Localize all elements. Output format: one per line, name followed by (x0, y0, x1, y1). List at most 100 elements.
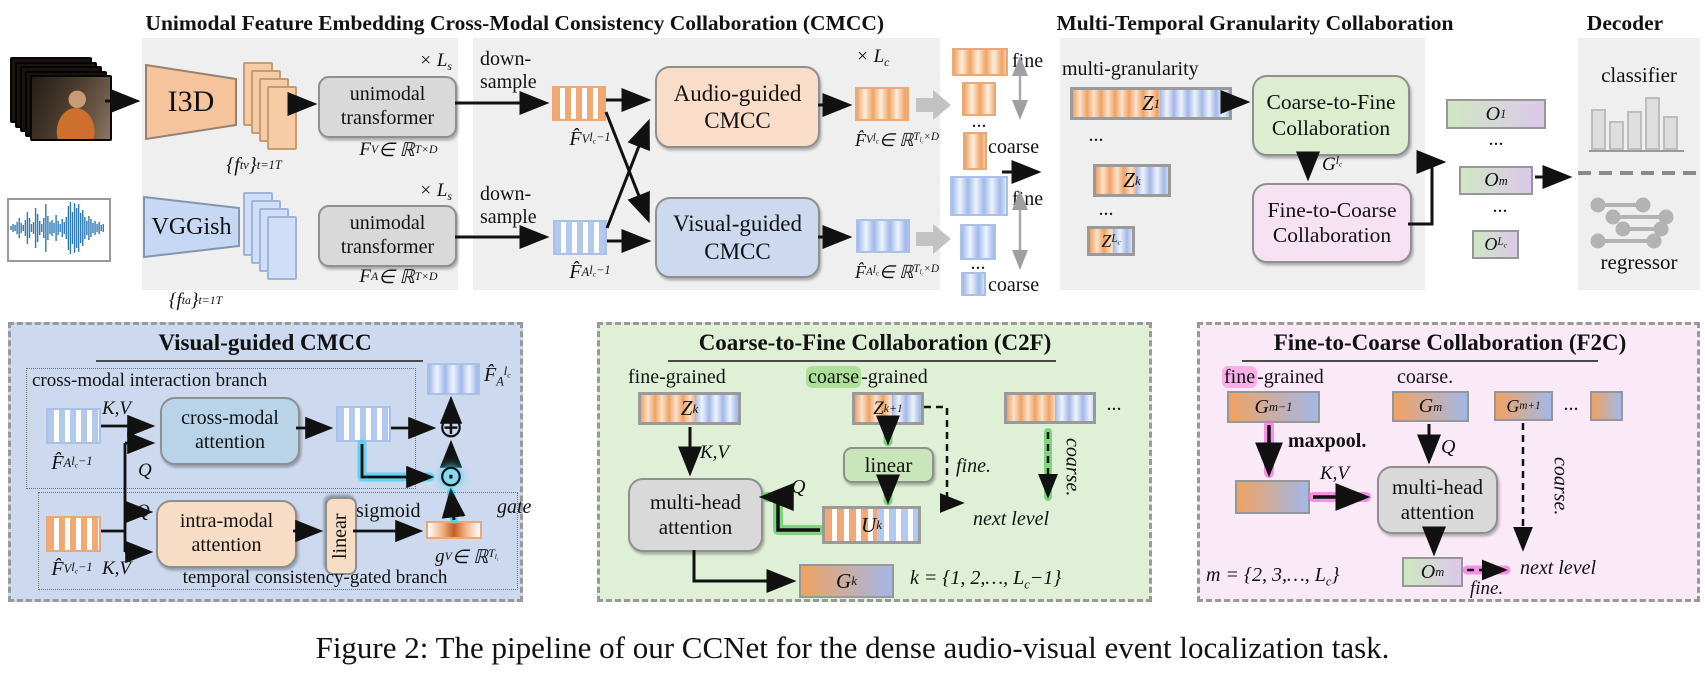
intra-modal-attention-node: intra-modal attention (156, 500, 297, 568)
fine-label-blue: fine (1012, 188, 1044, 210)
coarse-highlight: coarse (806, 366, 862, 388)
i3d-label: I3D (167, 85, 215, 118)
i3d-backbone: I3D (145, 63, 237, 141)
c2f-coarse-grained-label: coarse-grained (806, 366, 928, 388)
c2f-title: Coarse-to-Fine Collaboration (C2F) (698, 330, 1052, 355)
glc-label: Glc (1322, 154, 1343, 175)
cross-modal-branch-label: cross-modal interaction branch (32, 370, 268, 391)
granularity-blue-mid-block (960, 224, 996, 260)
add-operator: ⊕ (438, 411, 464, 444)
granularity-orange-fine-block (952, 48, 1008, 76)
unimodal-transformer-video: unimodal transformer (318, 76, 457, 138)
f2c-coarse-abbr: coarse. (1549, 456, 1572, 516)
granularity-blue-coarse-block (961, 272, 986, 296)
vg-q-bottom-label: Q (136, 501, 150, 522)
times-ls-audio: × Ls (419, 180, 452, 204)
cross-modal-attention-node: cross-modal attention (160, 397, 300, 465)
downsample-audio-label: down-sample (480, 183, 537, 228)
f2c-coarse-top-label: coarse. (1397, 366, 1454, 388)
vg-attended-block (336, 406, 391, 442)
f2c-title: Fine-to-Coarse Collaboration (F2C) (1273, 330, 1627, 355)
gate-vector-block (426, 521, 482, 539)
vg-title: Visual-guided CMCC (158, 330, 372, 355)
vg-fa-out-label: F̂Alc (484, 363, 511, 389)
granularity-orange-mid-block (962, 82, 996, 116)
fa-downsampled-block (553, 220, 607, 255)
f2c-node: Fine-to-Coarse Collaboration (1252, 183, 1412, 263)
times-lc-label: × Lc (856, 46, 890, 70)
granularity-blue-dots: ... (970, 251, 986, 274)
vg-fa-out-block (427, 363, 480, 395)
c2f-linear-node: linear (843, 447, 934, 483)
temporal-gated-branch-label: temporal consistency-gated branch (182, 567, 448, 588)
c2f-q-label: Q (791, 476, 806, 498)
audio-guided-cmcc-node: Audio-guided CMCC (655, 66, 820, 148)
audio-waveform-icon (7, 198, 111, 262)
vggish-backbone: VGGish (143, 195, 240, 259)
granularity-orange-coarse-block (963, 132, 987, 170)
m-range-label: m = {2, 3,…, Lc} (1206, 564, 1340, 589)
vg-kv-top-label: K,V (102, 398, 132, 419)
granularity-blue-fine-block (950, 176, 1008, 216)
c2f-kv-label: K,V (700, 442, 730, 463)
f2c-q-label: Q (1441, 436, 1456, 458)
vg-fa-in-block (46, 408, 101, 444)
c2f-node: Coarse-to-Fine Collaboration (1252, 75, 1410, 156)
regressor-label: regressor (1600, 249, 1678, 274)
f2c-mha-node: multi-head attention (1377, 466, 1498, 534)
temporal-gated-branch-box (38, 492, 518, 590)
vg-title-rule (96, 360, 423, 362)
f2c-kv-label: K,V (1320, 463, 1350, 484)
fine-highlight: fine (1222, 366, 1258, 388)
vg-kv-bottom-label: K,V (102, 558, 132, 579)
c2f-fine-grained-label: fine-grained (628, 366, 726, 388)
f2c-next-level-label: next level (1520, 557, 1597, 579)
gate-label: gate (497, 496, 532, 518)
o-dots-2: ... (1492, 194, 1508, 217)
f2c-fine-grained-label: fine-grained (1222, 366, 1324, 388)
c2f-next-granularity-block (1004, 392, 1096, 424)
z-dots-2: ... (1098, 197, 1114, 220)
fv-downsampled-block (552, 86, 606, 121)
granularity-orange-dots: ... (971, 109, 987, 132)
vg-q-top-label: Q (138, 460, 152, 481)
c2f-title-rule (668, 360, 1056, 362)
header-unimodal: Unimodal Feature Embedding (145, 11, 425, 35)
vg-fv-in-block (46, 516, 101, 552)
times-ls-video: × Ls (419, 50, 452, 74)
unimodal-transformer-audio: unimodal transformer (318, 205, 457, 267)
coarse-label-orange: coarse (988, 136, 1040, 158)
f2c-title-rule (1242, 360, 1598, 362)
f2c-far-block (1590, 391, 1623, 421)
multi-granularity-label: multi-granularity (1062, 58, 1199, 80)
fine-label-orange: fine (1012, 50, 1044, 72)
figure-caption: Figure 2: The pipeline of our CCNet for … (315, 630, 1390, 665)
c2f-coarse-abbr: coarse. (1061, 437, 1084, 497)
fv-out-block (855, 87, 909, 121)
c2f-dots: ... (1106, 392, 1122, 415)
header-mtgc: Multi-Temporal Granularity Collaboration (1056, 11, 1454, 35)
